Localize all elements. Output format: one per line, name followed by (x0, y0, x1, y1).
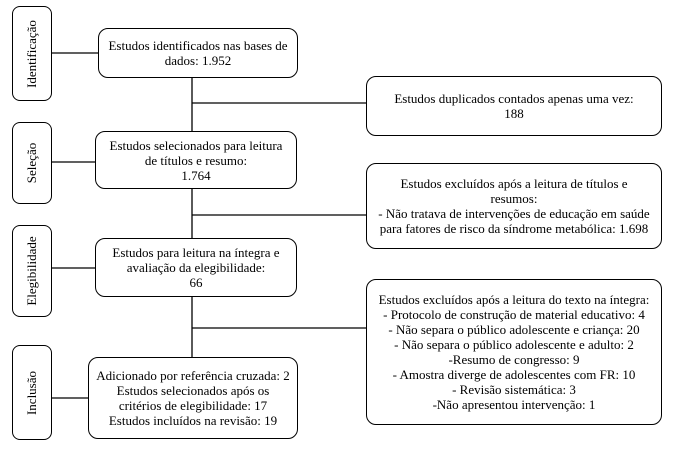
box-duplicates: Estudos duplicados contados apenas uma v… (366, 76, 662, 136)
box-identified-line: Estudos identificados nas bases de (108, 38, 288, 53)
box-selected-line: Estudos selecionados para leitura (109, 137, 283, 153)
box-excluded-fulltext-line: - Protocolo de construção de material ed… (383, 307, 645, 322)
box-excluded-fulltext-line: - Não separa o público adolescente e cri… (388, 322, 640, 337)
box-excluded-fulltext-line: - Revisão sistemática: 3 (452, 382, 576, 397)
box-eligibility-line: Estudos para leitura na íntegra e (112, 245, 280, 260)
box-excluded-titles: Estudos excluídos após a leitura de títu… (366, 163, 662, 249)
box-excluded-titles-line: - Não tratava de intervenções de educaçã… (378, 206, 650, 221)
box-duplicates-line: Estudos duplicados contados apenas uma v… (394, 91, 634, 106)
box-excluded-fulltext: Estudos excluídos após a leitura do text… (366, 279, 662, 425)
box-excluded-fulltext-line: Estudos excluídos após a leitura do text… (378, 292, 650, 307)
box-excluded-titles-line: Estudos excluídos após a leitura de títu… (400, 176, 628, 191)
stage-identification: Identificação (12, 6, 52, 101)
box-duplicates-line: 188 (504, 106, 524, 121)
stage-selection: Seleção (12, 122, 52, 204)
box-selected: Estudos selecionados para leitura de tít… (95, 131, 297, 189)
stage-inclusion-label: Inclusão (24, 370, 39, 415)
box-included-line: Estudos selecionados após os (116, 383, 270, 398)
box-excluded-fulltext-line: -Resumo de congresso: 9 (448, 352, 580, 367)
stage-inclusion: Inclusão (12, 345, 52, 440)
box-eligibility-line: 66 (189, 275, 203, 290)
stage-identification-label: Identificação (24, 19, 39, 88)
box-included-line: critérios de elegibilidade: 17 (118, 398, 268, 413)
stage-eligibility: Elegibilidade (12, 225, 52, 317)
box-included-line: Estudos incluídos na revisão: 19 (108, 413, 278, 428)
box-identified-line: dados: 1.952 (164, 53, 232, 68)
box-excluded-fulltext-line: - Amostra diverge de adolescentes com FR… (392, 367, 636, 382)
box-included-line: Adicionado por referência cruzada: 2 (96, 368, 290, 383)
box-identified: Estudos identificados nas bases de dados… (98, 28, 298, 78)
box-excluded-titles-line: resumos: (490, 191, 538, 206)
box-excluded-fulltext-line: -Não apresentou intervenção: 1 (432, 397, 596, 412)
box-eligibility: Estudos para leitura na íntegra e avalia… (95, 238, 297, 297)
box-excluded-titles-line: para fatores de risco da síndrome metabó… (379, 221, 649, 236)
box-eligibility-line: avaliação da elegibilidade: (126, 260, 266, 275)
box-selected-line: de títulos e resumo: (144, 152, 248, 168)
stage-eligibility-label: Elegibilidade (24, 236, 39, 306)
stage-selection-label: Seleção (24, 142, 39, 184)
box-selected-line: 1.764 (181, 167, 211, 183)
box-included: Adicionado por referência cruzada: 2 Est… (88, 357, 298, 439)
box-excluded-fulltext-line: - Não separa o público adolescente e adu… (394, 337, 634, 352)
